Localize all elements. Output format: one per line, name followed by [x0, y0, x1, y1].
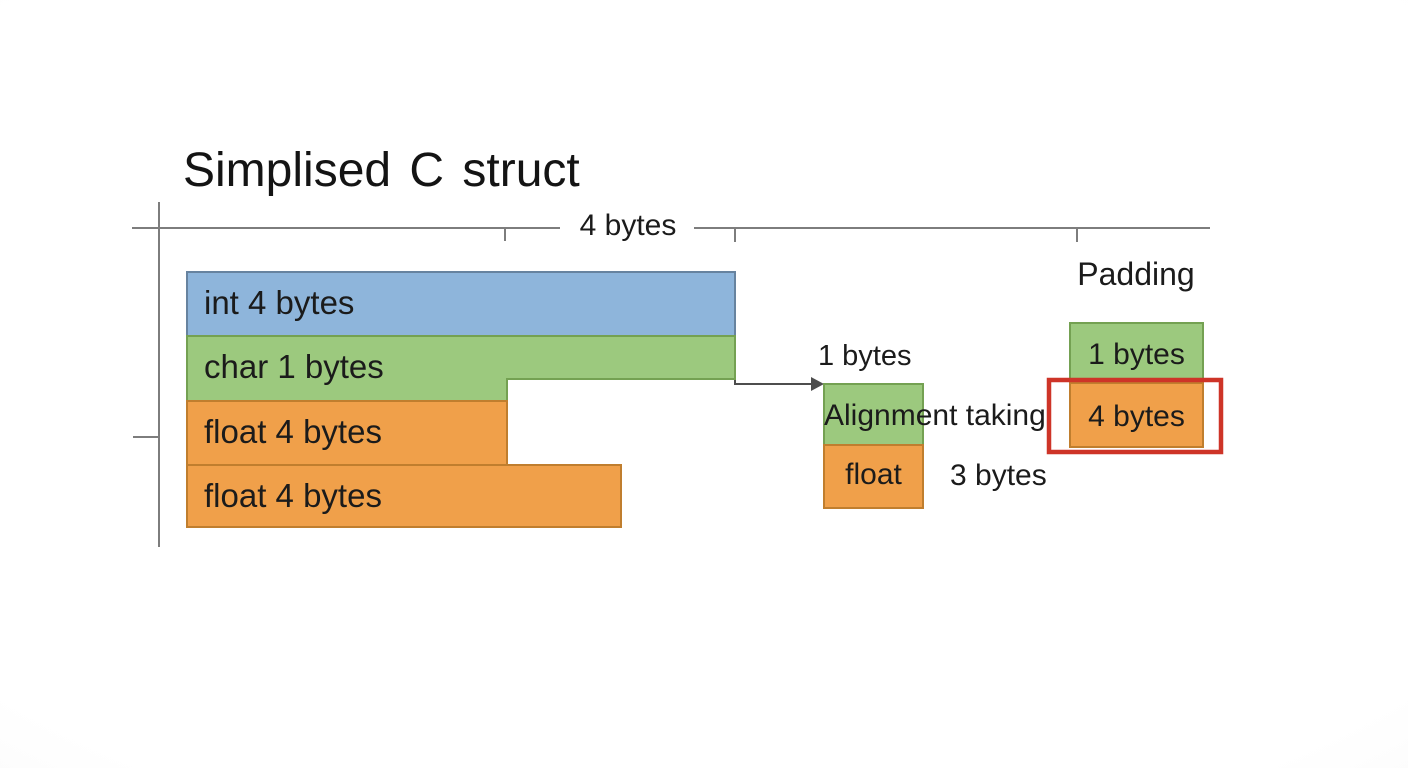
alignment-float-label: float: [845, 458, 902, 491]
ruler-byte-label: 4 bytes: [579, 209, 677, 242]
padding-orange-block: [1069, 382, 1204, 448]
float-bar-2-label: float 4 bytes: [204, 477, 382, 514]
char-bar-label: char 1 bytes: [204, 348, 384, 385]
alignment-float-block: [823, 444, 924, 509]
padding-orange-label: 4 bytes: [1088, 400, 1185, 433]
float-bar-1-label: float 4 bytes: [204, 413, 382, 450]
arrow-head: [811, 377, 824, 391]
red-highlight-box: [1046, 377, 1224, 455]
byte-ruler: [132, 227, 1210, 242]
left-axis: [133, 202, 160, 547]
padding-green-block: [1069, 322, 1204, 384]
float-bar-1: [186, 400, 508, 466]
alignment-green-block: [823, 383, 924, 446]
alignment-byte-label: 1 bytes: [818, 340, 912, 372]
arrow-shaft: [734, 380, 812, 385]
float-bar-2: [186, 464, 622, 528]
int-bar-label: int 4 bytes: [204, 284, 355, 321]
alignment-remainder-label: 3 bytes: [950, 459, 1047, 492]
alignment-note-label: Alignment taking: [824, 399, 1046, 432]
arrow-right-icon: [734, 377, 824, 391]
diagram-title: Simplised C struct: [183, 144, 580, 197]
padding-heading: Padding: [1077, 256, 1195, 292]
padding-green-label: 1 bytes: [1088, 338, 1185, 371]
